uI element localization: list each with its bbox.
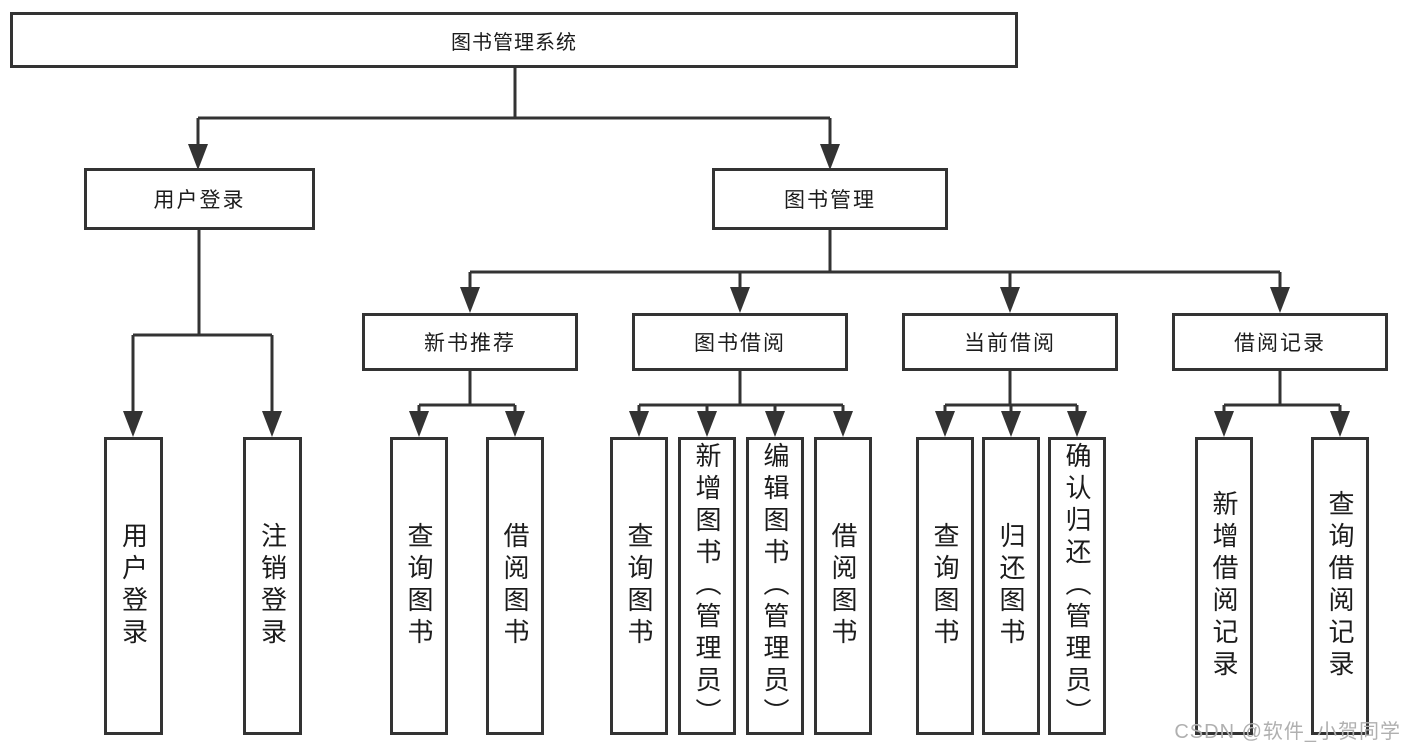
leaf-add-borrow-record-label: 新增借阅记录 [1209,490,1239,682]
leaf-confirm-return-admin: 确认归还（管理员） [1048,437,1106,735]
node-root-label: 图书管理系统 [451,31,577,54]
leaf-query-borrow-record: 查询借阅记录 [1311,437,1369,735]
node-new-book-recommendation-label: 新书推荐 [424,332,516,355]
node-book-borrowing-label: 图书借阅 [694,332,786,355]
node-root: 图书管理系统 [10,12,1018,68]
leaf-query-books-borrowing: 查询图书 [610,437,668,735]
node-book-borrowing: 图书借阅 [632,313,848,371]
leaf-query-borrow-record-label: 查询借阅记录 [1325,490,1355,682]
leaf-query-books-recommend: 查询图书 [390,437,448,735]
node-borrowing-records: 借阅记录 [1172,313,1388,371]
watermark: CSDN @软件_小贺同学 [1174,721,1401,743]
leaf-borrow-books-label: 借阅图书 [828,522,858,650]
node-current-borrowing: 当前借阅 [902,313,1118,371]
leaf-borrow-books: 借阅图书 [814,437,872,735]
leaf-edit-book-admin-label: 编辑图书（管理员） [760,442,790,730]
leaf-query-books-current-label: 查询图书 [930,522,960,650]
leaf-query-books-current: 查询图书 [916,437,974,735]
leaf-user-login: 用户登录 [104,437,163,735]
node-user-login-label: 用户登录 [153,189,246,212]
leaf-user-login-label: 用户登录 [118,522,149,650]
leaf-logout: 注销登录 [243,437,302,735]
leaf-add-borrow-record: 新增借阅记录 [1195,437,1253,735]
leaf-query-books-borrowing-label: 查询图书 [624,522,654,650]
node-user-login: 用户登录 [84,168,315,230]
leaf-add-book-admin: 新增图书（管理员） [678,437,736,735]
leaf-return-book: 归还图书 [982,437,1040,735]
leaf-add-book-admin-label: 新增图书（管理员） [692,442,722,730]
arrowheads [123,144,1350,437]
leaf-borrow-books-recommend: 借阅图书 [486,437,544,735]
leaf-logout-label: 注销登录 [257,522,288,650]
leaf-borrow-books-recommend-label: 借阅图书 [500,522,530,650]
leaf-confirm-return-admin-label: 确认归还（管理员） [1062,442,1092,730]
node-book-management-label: 图书管理 [784,189,876,212]
leaf-return-book-label: 归还图书 [996,522,1026,650]
node-new-book-recommendation: 新书推荐 [362,313,578,371]
node-book-management: 图书管理 [712,168,948,230]
leaf-query-books-recommend-label: 查询图书 [404,522,434,650]
leaf-edit-book-admin: 编辑图书（管理员） [746,437,804,735]
node-borrowing-records-label: 借阅记录 [1234,332,1326,355]
node-current-borrowing-label: 当前借阅 [964,332,1056,355]
